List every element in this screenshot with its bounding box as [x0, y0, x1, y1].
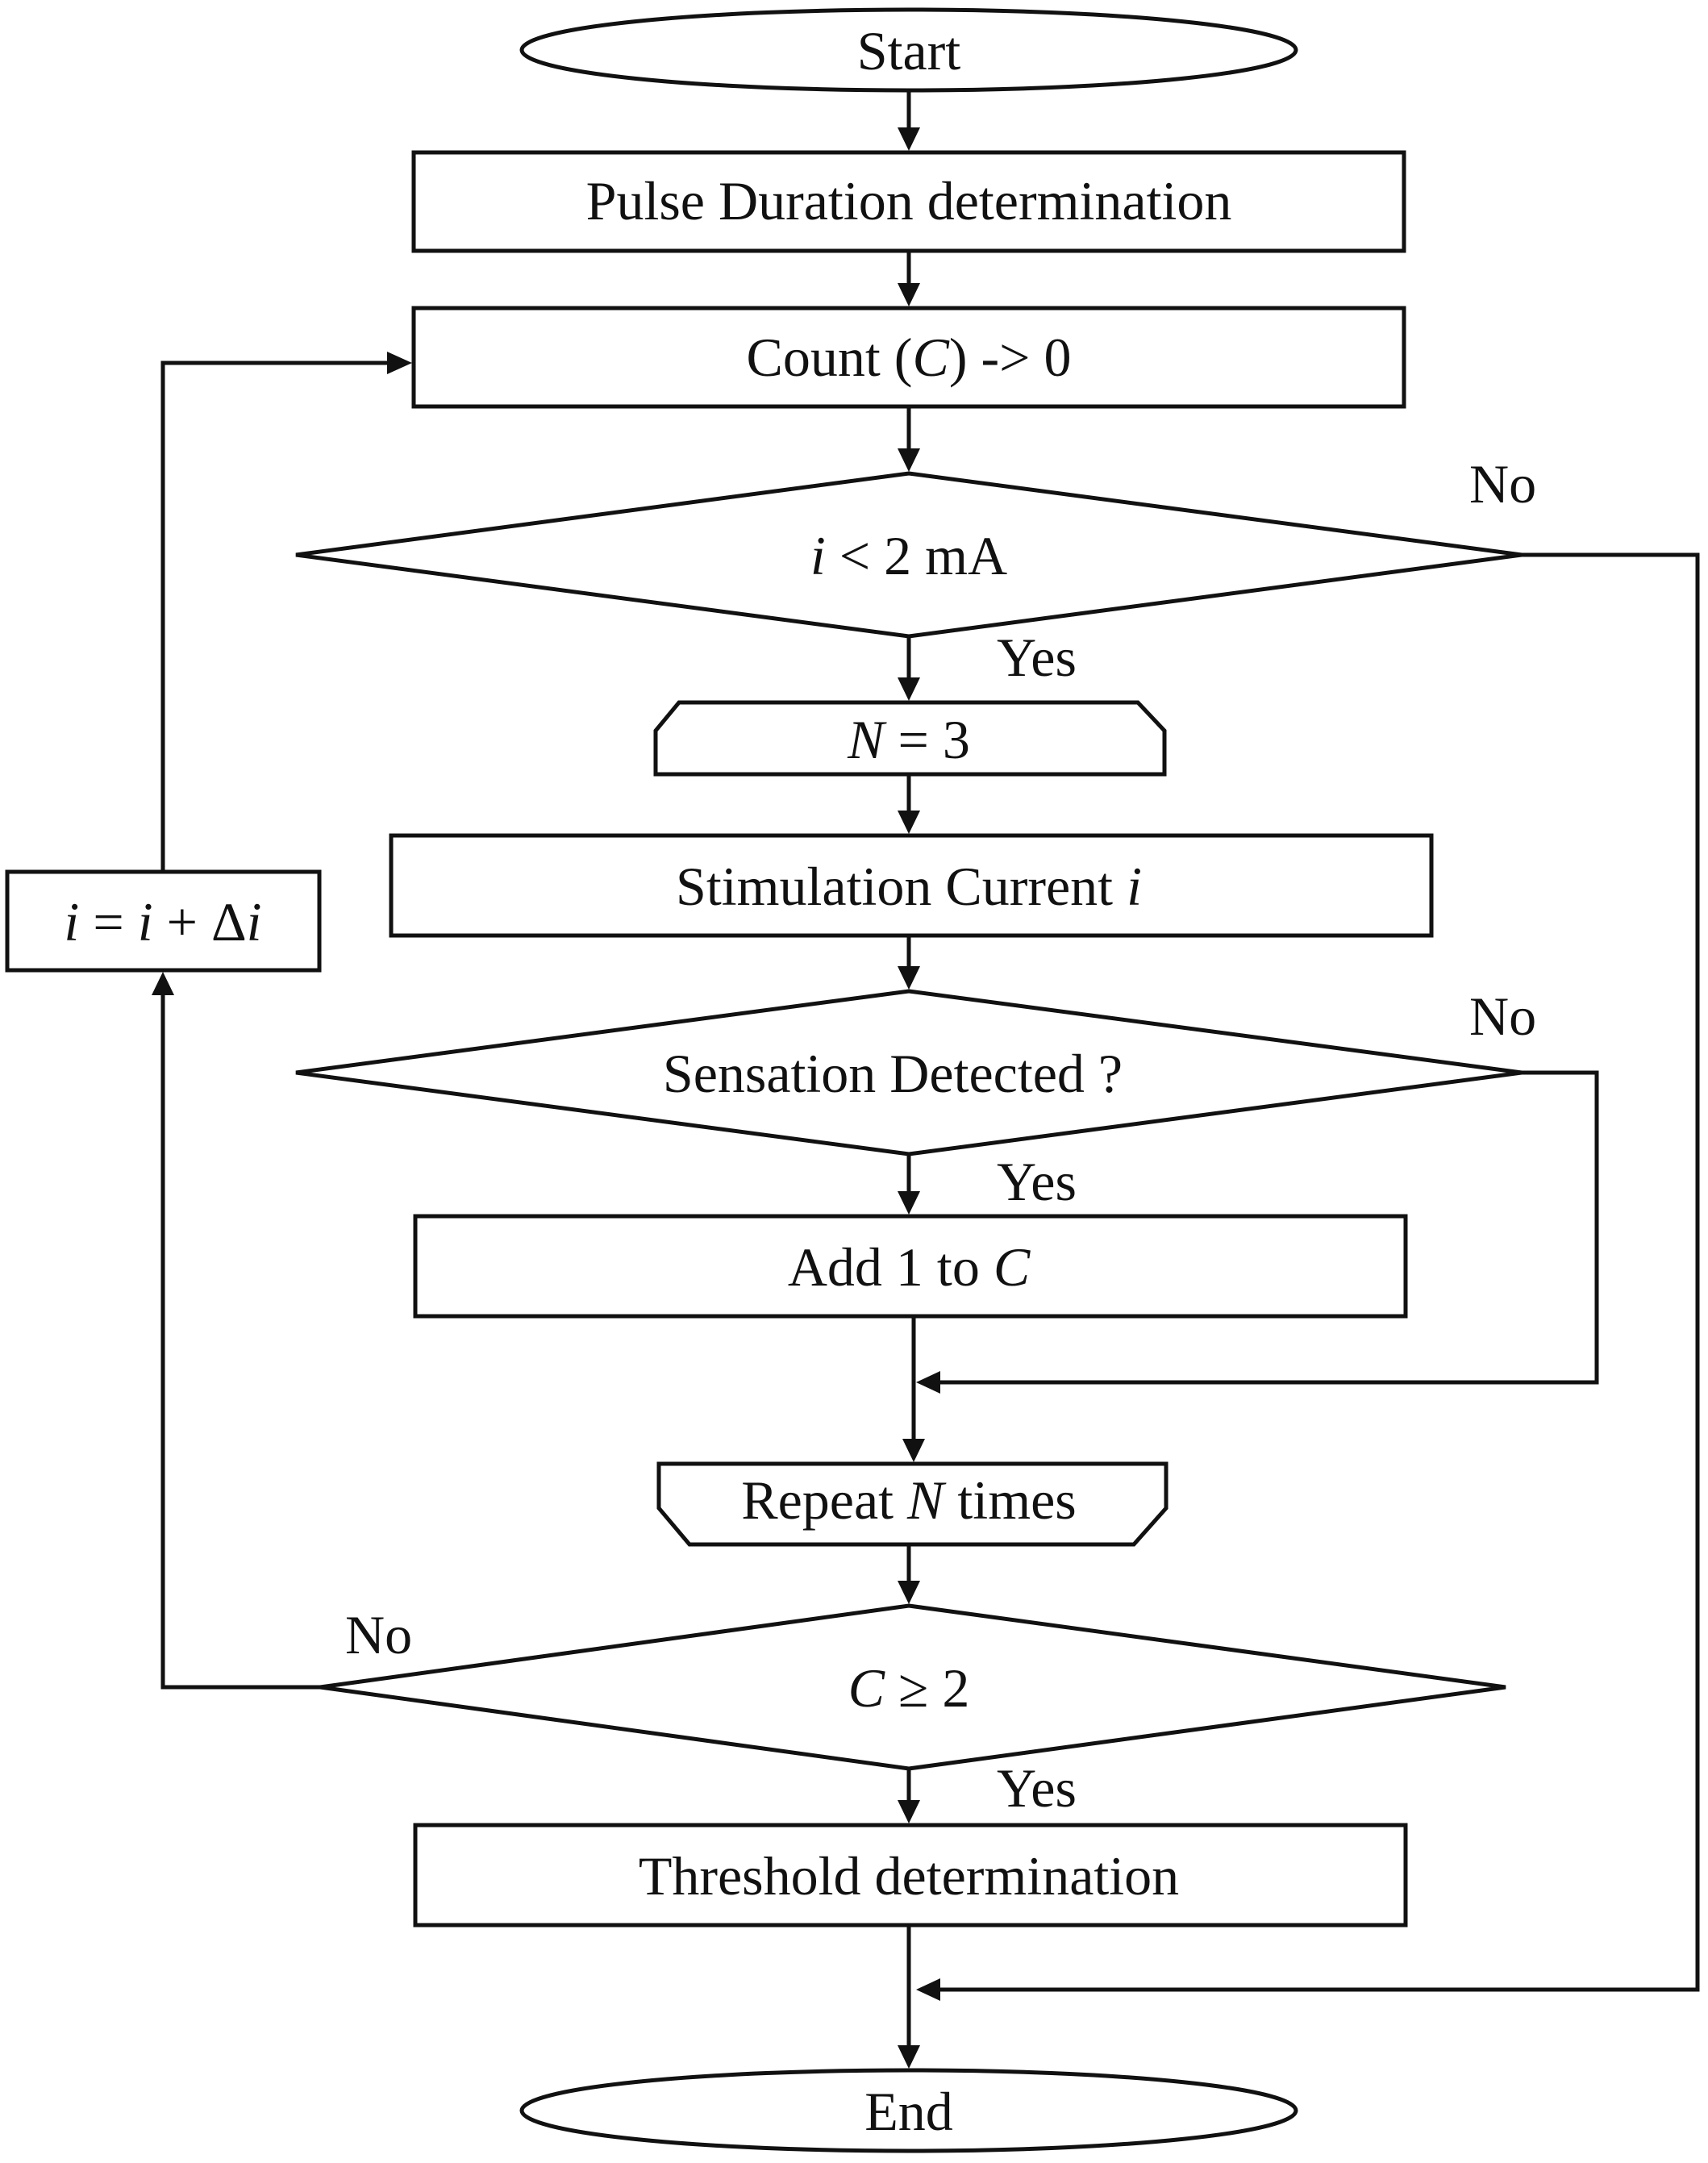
- pulse-duration-label: Pulse Duration determination: [586, 170, 1232, 231]
- count-check-label: C ≥ 2: [848, 1657, 970, 1719]
- threshold-label: Threshold determination: [639, 1845, 1179, 1907]
- end-terminal: [519, 2068, 1298, 2153]
- set-n-box: [653, 700, 1167, 777]
- pulse-duration-box: [411, 150, 1406, 253]
- end-label: End: [864, 2081, 953, 2142]
- count-reset-label: Count (C) -> 0: [747, 327, 1072, 388]
- count-reset-box: [411, 306, 1406, 409]
- repeat-box: [656, 1461, 1169, 1547]
- start-label: Start: [857, 20, 961, 81]
- sensation-no-label: No: [1469, 986, 1536, 1047]
- main-flow-connectors: [898, 90, 925, 2069]
- increment-box: [5, 869, 322, 973]
- add-count-label: Add 1 to C: [788, 1236, 1031, 1298]
- threshold-box: [413, 1823, 1408, 1928]
- stimulation-label: Stimulation Current i: [676, 856, 1142, 917]
- count-yes-label: Yes: [997, 1757, 1077, 1819]
- stimulation-box: [389, 833, 1434, 938]
- sensation-label: Sensation Detected ?: [663, 1043, 1123, 1104]
- current-no-label: No: [1469, 453, 1536, 515]
- add-count-box: [413, 1214, 1408, 1319]
- sensation-yes-label: Yes: [997, 1151, 1077, 1212]
- increment-label: i = i + Δi: [64, 891, 261, 952]
- set-n-label: N = 3: [847, 709, 970, 770]
- repeat-label: Repeat N times: [741, 1469, 1076, 1531]
- count-no-connector: [152, 352, 412, 1690]
- current-check-label: i < 2 mA: [810, 525, 1007, 586]
- current-no-connector: [916, 552, 1700, 2001]
- current-yes-label: Yes: [997, 627, 1077, 688]
- sensation-no-connector: [916, 1070, 1599, 1394]
- count-no-label: No: [345, 1604, 412, 1665]
